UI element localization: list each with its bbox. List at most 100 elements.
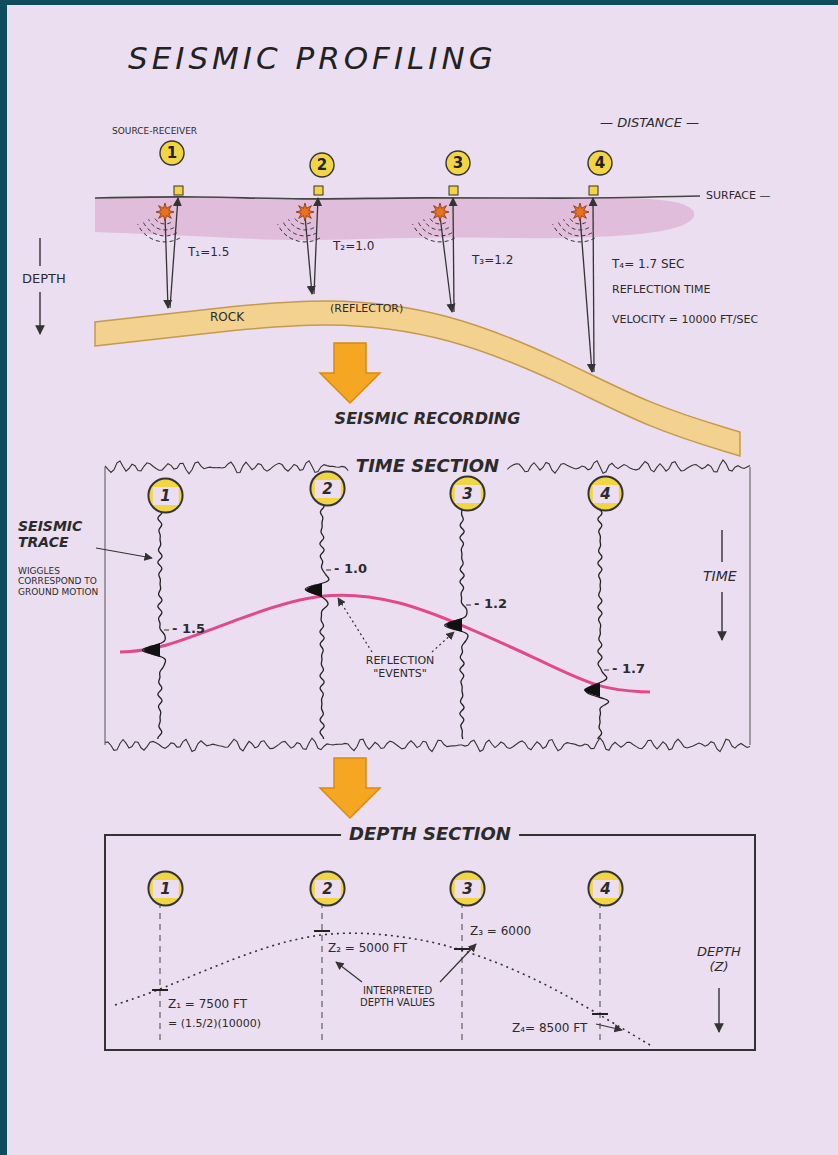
wavefront <box>294 217 311 224</box>
axis-label: DEPTH <box>22 272 66 287</box>
callout-number: 1 <box>152 880 178 898</box>
station-line <box>160 902 161 1044</box>
depth-value: Z₄= 8500 FT <box>512 1022 587 1036</box>
callout-number: 4 <box>595 156 605 171</box>
layer-name: (REFLECTOR) <box>330 303 403 316</box>
depth-tick <box>314 930 330 932</box>
seismic-trace <box>586 505 609 739</box>
receiver <box>314 186 323 195</box>
ray-down <box>165 216 168 308</box>
reflection-event <box>144 643 160 657</box>
depth-value: Z₃ = 6000 <box>470 925 531 939</box>
callout-number: 2 <box>314 480 340 498</box>
leader-line <box>336 962 362 982</box>
ray-down <box>440 216 452 312</box>
flow-arrow <box>320 758 380 818</box>
ray-up <box>593 198 594 372</box>
time-tick <box>326 570 331 571</box>
frame-top <box>0 0 838 5</box>
layer-name: ROCK <box>210 311 244 325</box>
axis-label: TIME <box>703 568 737 584</box>
station-line <box>600 902 601 1044</box>
circle-fill <box>446 151 470 175</box>
callout-number: 4 <box>592 880 618 898</box>
source-burst <box>431 203 449 221</box>
depth-tick <box>454 948 470 950</box>
panel-side <box>750 467 751 745</box>
section-title: DEPTH SECTION <box>341 823 519 845</box>
depth-axis <box>39 238 40 266</box>
time-value: - 1.2 <box>474 597 507 612</box>
noise-line <box>105 738 750 752</box>
circle-fill <box>450 871 484 905</box>
wavefront <box>558 222 592 236</box>
ground-band <box>95 197 694 240</box>
wavefront <box>553 224 595 242</box>
station-circle: 3 <box>445 150 471 176</box>
wavefront <box>278 224 320 242</box>
section-heading: SEISMIC RECORDING <box>327 409 529 428</box>
leader-line <box>96 548 152 558</box>
station-circle: 1 <box>147 477 184 514</box>
time-axis <box>721 592 722 640</box>
station-line <box>462 902 463 1044</box>
depth-tick <box>152 989 168 991</box>
leader-line <box>596 1024 622 1030</box>
leader-line <box>432 632 454 652</box>
wavefront <box>429 217 446 224</box>
station-circle: 4 <box>587 150 613 176</box>
receiver <box>589 186 598 195</box>
frame-left <box>0 0 7 1155</box>
time-tick <box>604 670 609 671</box>
circle-fill <box>160 141 184 165</box>
formula: = (1.5/2)(10000) <box>168 1018 261 1031</box>
station-circle: 3 <box>449 870 486 907</box>
source-burst <box>156 203 174 221</box>
circle-fill <box>588 871 622 905</box>
section-panel: SEISMIC RECORDINGTIME SECTION1234 <box>105 467 750 745</box>
callout-number: 3 <box>453 156 463 171</box>
circle-fill <box>588 151 612 175</box>
panel-border <box>105 835 755 1050</box>
time-value: - 1.0 <box>334 562 367 577</box>
station-circle: 2 <box>309 152 335 178</box>
callout-number: 2 <box>317 158 327 173</box>
depth-value: Z₁ = 7500 FT <box>168 998 247 1012</box>
depth-value: Z₂ = 5000 FT <box>328 942 407 956</box>
receiver <box>449 186 458 195</box>
ray-up <box>453 198 454 312</box>
axis-label: — DISTANCE — <box>600 116 699 131</box>
reflection-event <box>584 683 600 697</box>
wavefront <box>138 224 180 242</box>
source-burst <box>296 203 314 221</box>
ray-down <box>305 216 312 294</box>
station-circle: 1 <box>159 140 185 166</box>
wavefront <box>564 219 589 230</box>
station-circle: 2 <box>309 470 346 507</box>
callout-number: 4 <box>592 485 618 503</box>
callout-number: 3 <box>454 880 480 898</box>
callout-number: 2 <box>314 880 340 898</box>
wavefront <box>569 217 586 224</box>
ray-up <box>314 198 318 294</box>
section-title: TIME SECTION <box>348 455 507 477</box>
wavefront <box>413 224 455 242</box>
wavefront <box>289 219 314 230</box>
travel-time: T₄= 1.7 SEC <box>612 258 685 272</box>
station-circle: 4 <box>587 870 624 907</box>
velocity-note: VELOCITY = 10000 FT/SEC <box>612 314 758 327</box>
circle-fill <box>310 153 334 177</box>
leader-line <box>440 944 476 982</box>
callout-number: 3 <box>454 485 480 503</box>
depth-axis <box>718 988 719 1032</box>
part-label: SEISMIC TRACE <box>18 518 98 550</box>
note: WIGGLES CORRESPOND TO GROUND MOTION <box>18 566 100 597</box>
wavefront <box>143 222 177 236</box>
interpreted-horizon <box>115 933 650 1045</box>
depth-axis <box>39 292 40 334</box>
station-line <box>322 902 323 1044</box>
callout-label: INTERPRETED DEPTH VALUES <box>345 985 450 1008</box>
circle-fill <box>148 871 182 905</box>
time-axis <box>721 530 722 562</box>
